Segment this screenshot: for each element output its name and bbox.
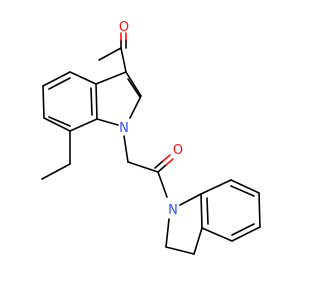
bond-c4-c5	[42, 71, 71, 87]
double-bond-c3a-c7a-inner	[90, 87, 93, 116]
bond-amide-carbon-n	[157, 171, 168, 198]
bond-lines	[41, 47, 261, 255]
amide-double-bond-black-1	[157, 164, 167, 173]
bond-c3-c2	[125, 71, 142, 97]
bond-c3a-c7a	[95, 83, 98, 120]
double-bond-c6-c7-inner	[48, 116, 71, 127]
double-bond-c4-c5-inner	[48, 77, 71, 90]
bond-c2-n1	[129, 95, 142, 119]
bond-n1-c7a	[96, 118, 119, 126]
bond-indoline-n-c2	[165, 218, 170, 248]
bond-indoline-c6-c5	[258, 192, 261, 228]
bond-indoline-c7-c6	[230, 179, 260, 194]
bond-indoline-c4-c3a	[201, 227, 233, 242]
double-bond-indoline-c3a-c7a-inner	[206, 197, 209, 225]
bond-indoline-c3-c3a	[193, 227, 203, 255]
bond-n1-ch2	[123, 135, 129, 163]
ketone-oxygen-label: O	[119, 20, 129, 35]
bond-ch2-ch3	[41, 163, 71, 180]
bond-c6-c7	[43, 117, 71, 132]
double-bond-c2-c3-inner	[127, 78, 141, 98]
amide-oxygen-label: O	[173, 143, 183, 158]
carbonyl-bonds	[120, 32, 174, 173]
bond-indoline-c3a-c7a	[200, 193, 203, 229]
bond-ch2-amide-carbon	[127, 161, 159, 173]
bond-carbonyl-c3	[120, 47, 127, 73]
bond-c5-c6	[42, 85, 45, 119]
bond-methyl-carbonyl	[98, 47, 122, 61]
bond-c3a-c4	[69, 71, 97, 85]
double-bond-indoline-c7-c6-inner	[230, 185, 255, 197]
indole-nitrogen-label: N	[119, 121, 129, 136]
atom-labels: O O N N	[119, 20, 183, 218]
bond-indoline-n-c7a	[179, 193, 202, 206]
indoline-nitrogen-label: N	[168, 203, 178, 218]
amide-double-bond-red-2	[162, 154, 171, 162]
aromatic-inner-bonds	[48, 77, 255, 236]
bond-indoline-c7a-c7	[200, 179, 232, 195]
molecule-structure-diagram: O O N N	[41, 20, 261, 255]
bond-indoline-c5-c4	[231, 226, 261, 242]
double-bond-indoline-c5-c4-inner	[231, 223, 255, 236]
bond-c7-c7a	[69, 118, 98, 132]
bond-indoline-c2-c3	[165, 246, 195, 255]
amide-double-bond-red-1	[165, 158, 174, 166]
amide-double-bond-black-2	[154, 160, 164, 169]
bond-c3-c3a	[95, 71, 127, 85]
